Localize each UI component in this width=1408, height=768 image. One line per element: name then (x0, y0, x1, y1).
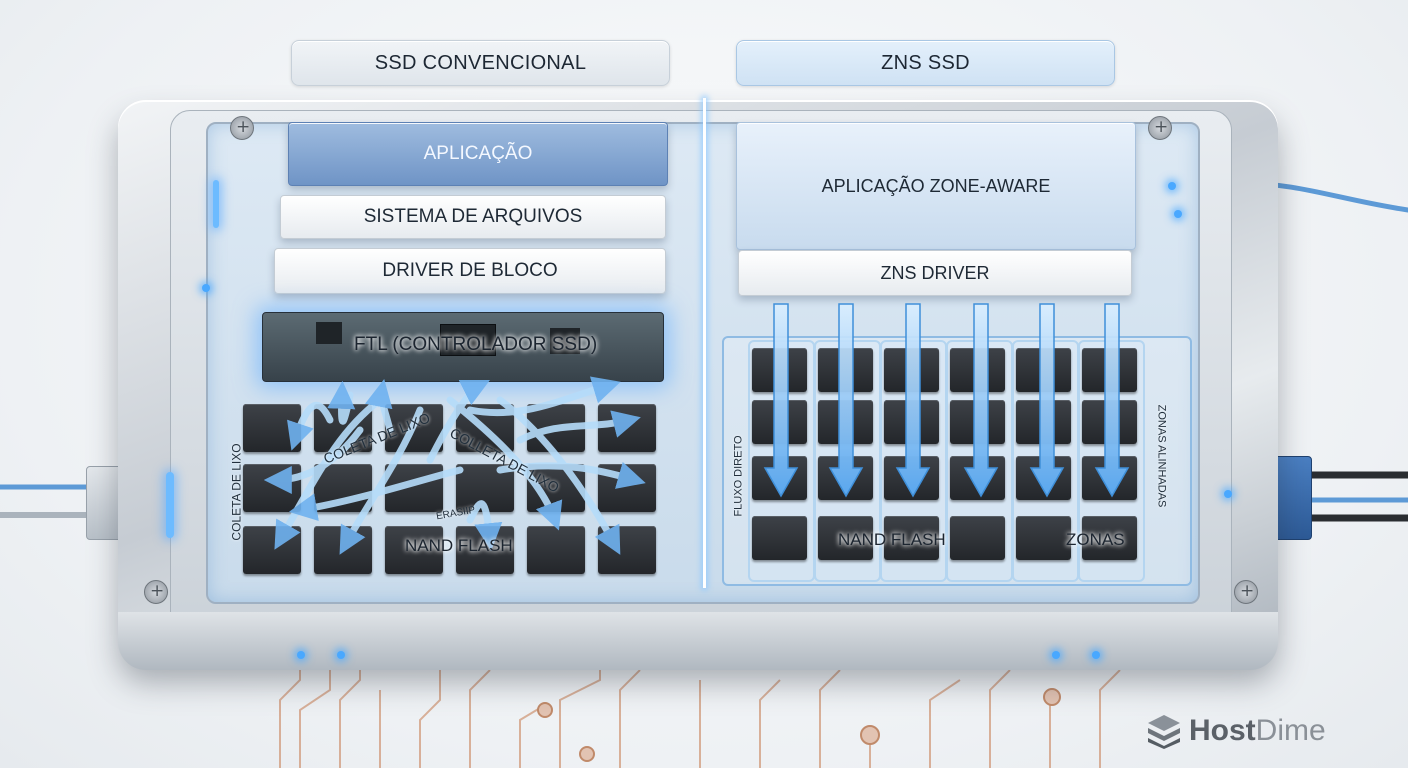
nand-chip (818, 516, 873, 560)
nand-chip (385, 526, 443, 574)
zones-label: ZONAS (1066, 530, 1125, 549)
direct-flow-label: FLUXO DIRETO (732, 435, 745, 517)
aligned-zones-label: ZONAS ALINHADAS (1155, 404, 1168, 508)
nand-chip (527, 526, 585, 574)
status-led (202, 284, 210, 292)
screw-icon (230, 116, 254, 140)
nand-chip (1082, 516, 1137, 560)
nand-chip (1016, 516, 1071, 560)
nand-chip (752, 516, 807, 560)
hostdime-logo: Host Dime (1145, 712, 1326, 750)
status-led (1168, 182, 1176, 190)
side-light-bar (166, 472, 174, 538)
ftl-chip (550, 328, 580, 354)
status-led (1052, 651, 1060, 659)
ftl-chip (316, 322, 342, 344)
direct-flow-arrow (1094, 303, 1130, 498)
status-led (1174, 210, 1182, 218)
screw-icon (1234, 580, 1258, 604)
nand-chip (950, 516, 1005, 560)
side-light-bar (213, 180, 219, 228)
header-conventional-ssd: SSD CONVENCIONAL (291, 40, 670, 86)
ftl-label: FTL (CONTROLADOR SSD) (354, 334, 598, 355)
nand-chip (884, 516, 939, 560)
status-led (297, 651, 305, 659)
layer-application: APLICAÇÃO (288, 122, 668, 186)
ssd-front-edge (118, 612, 1278, 670)
center-divider (703, 98, 706, 588)
ftl-chip (440, 324, 496, 356)
direct-flow-arrow (963, 303, 999, 498)
screw-icon (1148, 116, 1172, 140)
direct-flow-arrow (1029, 303, 1065, 498)
right-nand-label: NAND FLASH (838, 530, 946, 549)
status-led (1092, 651, 1100, 659)
direct-flow-arrow (895, 303, 931, 498)
header-zns-ssd: ZNS SSD (736, 40, 1115, 86)
logo-cube-icon (1148, 715, 1180, 749)
left-nand-label: NAND FLASH (405, 536, 513, 555)
layer-zns-driver: ZNS DRIVER (738, 250, 1132, 296)
logo-text-host: Host (1189, 714, 1256, 747)
screw-icon (144, 580, 168, 604)
layer-zone-aware-app: APLICAÇÃO ZONE-AWARE (736, 122, 1136, 250)
direct-flow-arrow (828, 303, 864, 498)
layer-filesystem: SISTEMA DE ARQUIVOS (280, 195, 666, 239)
direct-flow-arrow (763, 303, 799, 498)
status-led (337, 651, 345, 659)
status-led (1224, 490, 1232, 498)
logo-text-dime: Dime (1255, 714, 1326, 747)
layer-block-driver: DRIVER DE BLOCO (274, 248, 666, 294)
